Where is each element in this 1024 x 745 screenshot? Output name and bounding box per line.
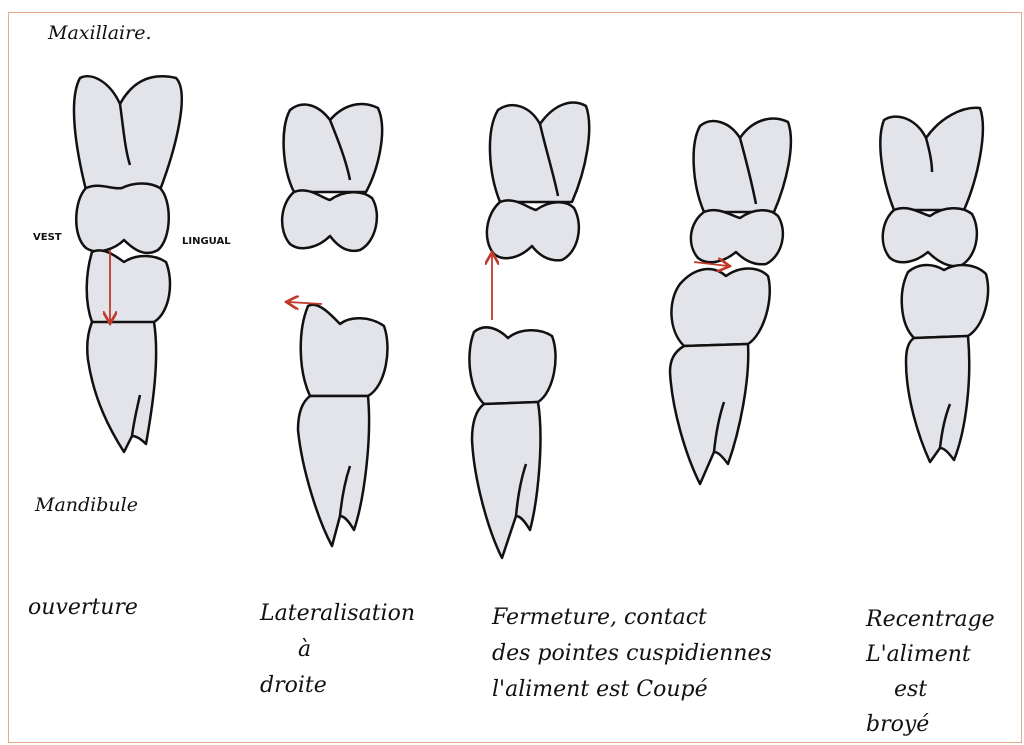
- label-maxillaire: Maxillaire.: [48, 22, 152, 44]
- caption-recentrage: Recentrage L'aliment est broyé: [866, 602, 995, 742]
- stage-recentrage: [880, 108, 988, 462]
- lower-root: [87, 322, 156, 452]
- label-lingual: LINGUAL: [182, 236, 231, 247]
- caption-fermeture-line-2: des pointes cuspidiennes: [492, 636, 772, 672]
- stage-contact: [670, 119, 791, 484]
- caption-recentrage-line-1: Recentrage: [866, 602, 995, 637]
- caption-lateralisation-line-1: Lateralisation: [260, 596, 415, 632]
- arrow-lateralisation: [288, 302, 322, 304]
- stage-fermeture: [469, 103, 589, 558]
- stage-ouverture: [74, 76, 182, 452]
- caption-fermeture-line-3: l'aliment est Coupé: [492, 672, 772, 708]
- caption-recentrage-line-3: est: [866, 672, 995, 707]
- upper-crown: [76, 184, 169, 253]
- label-mandibule: Mandibule: [35, 494, 138, 516]
- caption-lateralisation: Lateralisation à droite: [260, 596, 415, 704]
- caption-ouverture-line: ouverture: [28, 590, 138, 626]
- caption-lateralisation-line-2: à: [260, 632, 415, 668]
- caption-recentrage-line-4: broyé: [866, 707, 995, 742]
- upper-root: [74, 76, 182, 190]
- caption-lateralisation-line-3: droite: [260, 668, 415, 704]
- caption-fermeture: Fermeture, contact des pointes cuspidien…: [492, 600, 772, 708]
- stage-lateralisation: [282, 104, 387, 546]
- caption-recentrage-line-2: L'aliment: [866, 637, 995, 672]
- caption-fermeture-line-1: Fermeture, contact: [492, 600, 772, 636]
- caption-ouverture: ouverture: [28, 590, 138, 626]
- lower-crown: [87, 250, 170, 325]
- label-vestibulaire: VEST: [33, 232, 62, 243]
